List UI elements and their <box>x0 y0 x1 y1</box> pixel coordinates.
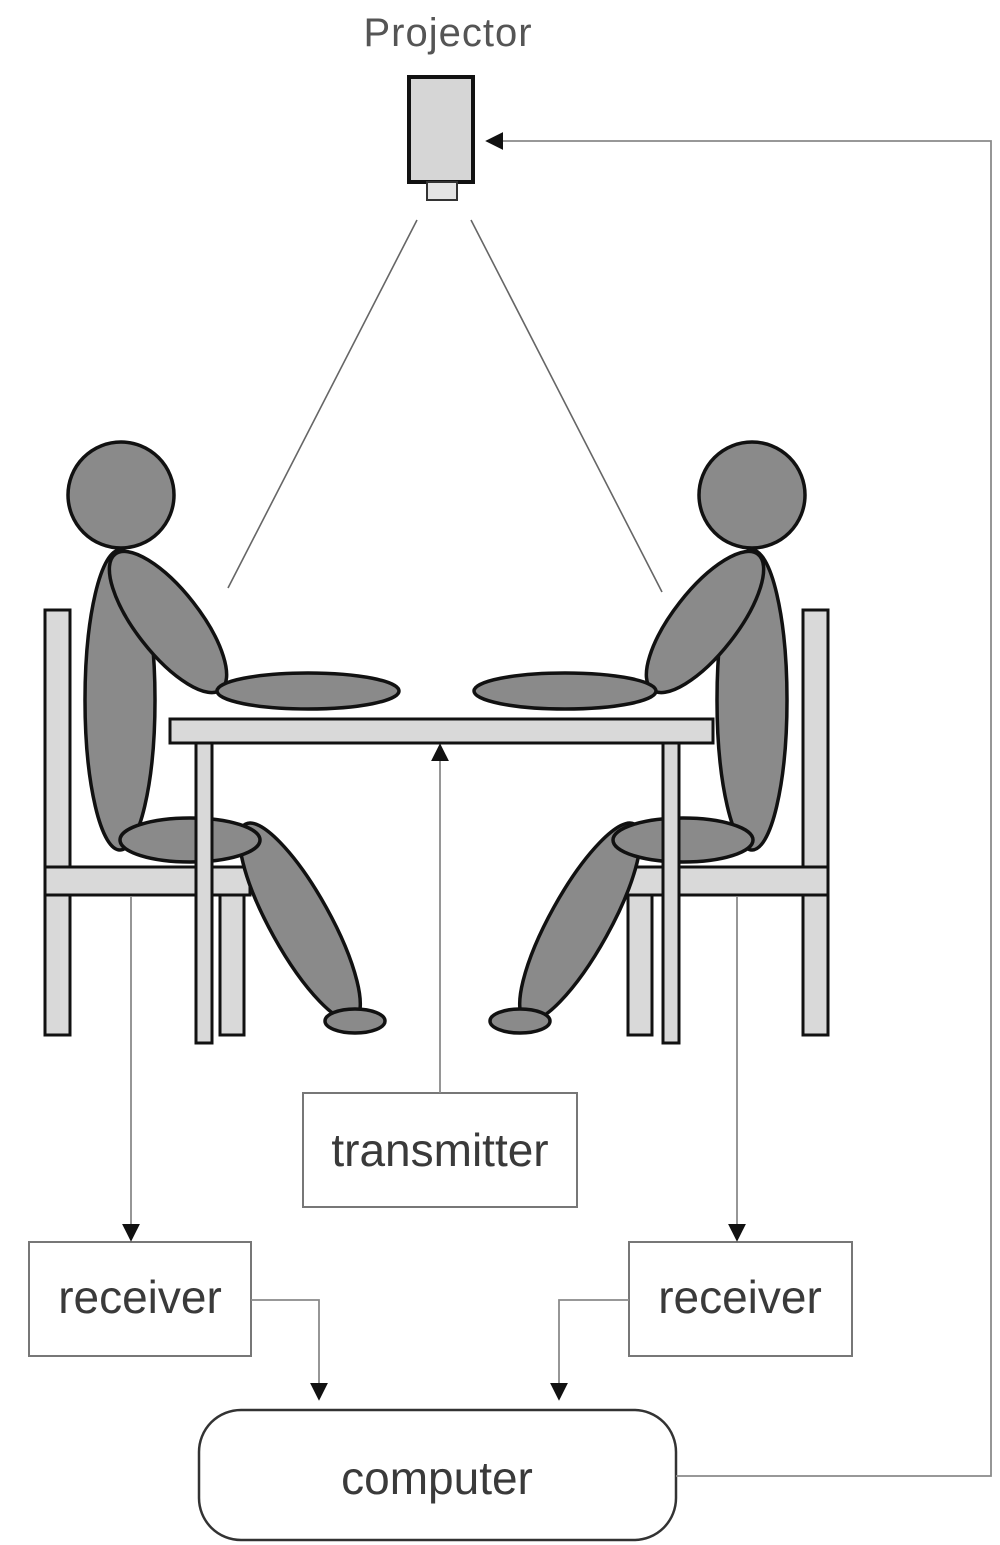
projector-label: Projector <box>363 11 532 55</box>
receiver-box-right: receiver <box>628 1241 853 1357</box>
right-chair <box>621 608 830 1037</box>
projection-beam-right <box>470 219 663 593</box>
computer-label: computer <box>341 1452 533 1504</box>
right-receiver-to-computer-arrow <box>550 1299 629 1401</box>
left-person-figure <box>66 440 401 1035</box>
right-person-figure <box>472 440 807 1035</box>
projector-icon <box>407 75 475 201</box>
left-chair <box>43 608 252 1037</box>
left-receiver-to-computer-arrow <box>251 1299 328 1401</box>
receiver-right-label: receiver <box>658 1271 822 1323</box>
transmitter-box: transmitter <box>302 1092 578 1208</box>
computer-box: computer <box>197 1408 678 1542</box>
receiver-left-label: receiver <box>58 1271 222 1323</box>
transmitter-label: transmitter <box>331 1124 548 1176</box>
receiver-box-left: receiver <box>28 1241 252 1357</box>
table <box>168 717 715 1045</box>
computer-to-projector-arrow <box>485 132 992 1477</box>
projection-beam-left <box>227 219 418 589</box>
